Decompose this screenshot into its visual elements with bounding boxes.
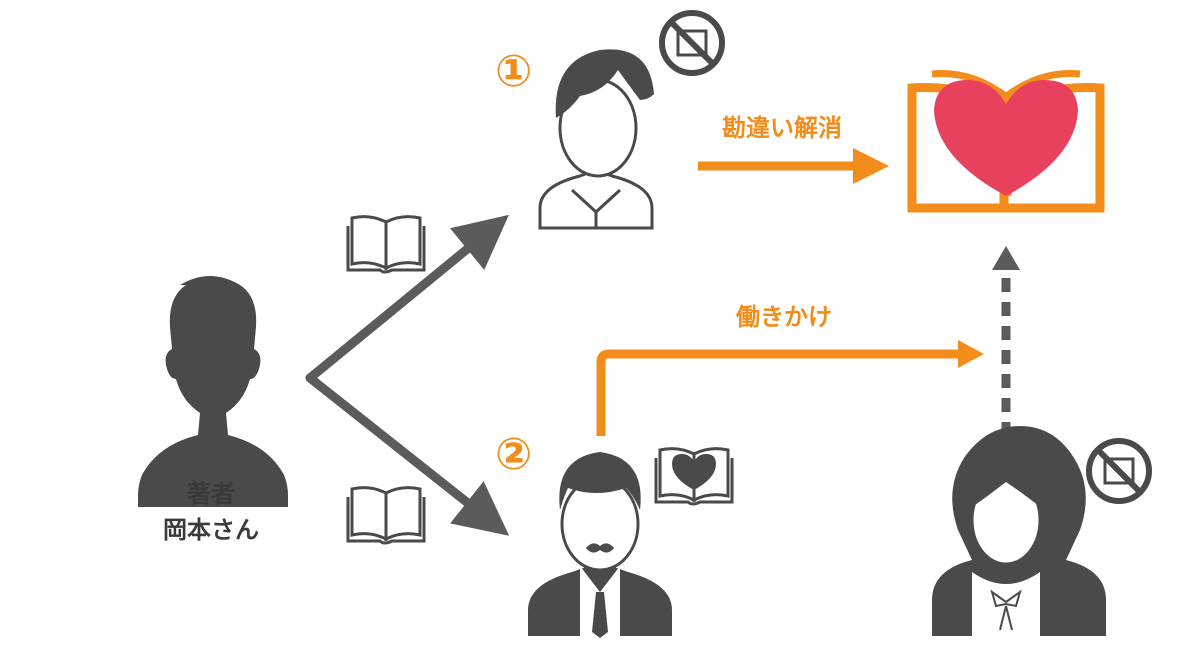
author-person-icon [138,276,288,507]
distribution-arrows [305,214,510,536]
heart-book-icon [907,70,1105,213]
dashed-arrow-head [992,246,1020,270]
approach-label: 働きかけ [735,303,832,331]
author-name-label: 岡本さん [163,516,259,544]
approach-arrow-head [958,340,984,368]
reader-2-person-icon [528,452,672,638]
reader-2-number: ② [495,429,532,480]
reader-1-number: ① [495,46,532,97]
heart-open-book-icon [654,447,734,506]
resolve-label: 勘違い解消 [722,114,842,142]
book-icon [346,486,426,545]
book-icon [346,215,426,274]
arrow-to-reader-2 [305,373,510,536]
woman-person-icon [932,426,1106,636]
approach-arrow [596,349,963,436]
no-book-icon [1086,438,1152,504]
author-role-label: 著者 [186,480,235,508]
arrow-to-reader-1 [305,214,509,383]
reader-1-person-icon [538,49,654,230]
no-book-icon [659,10,725,76]
